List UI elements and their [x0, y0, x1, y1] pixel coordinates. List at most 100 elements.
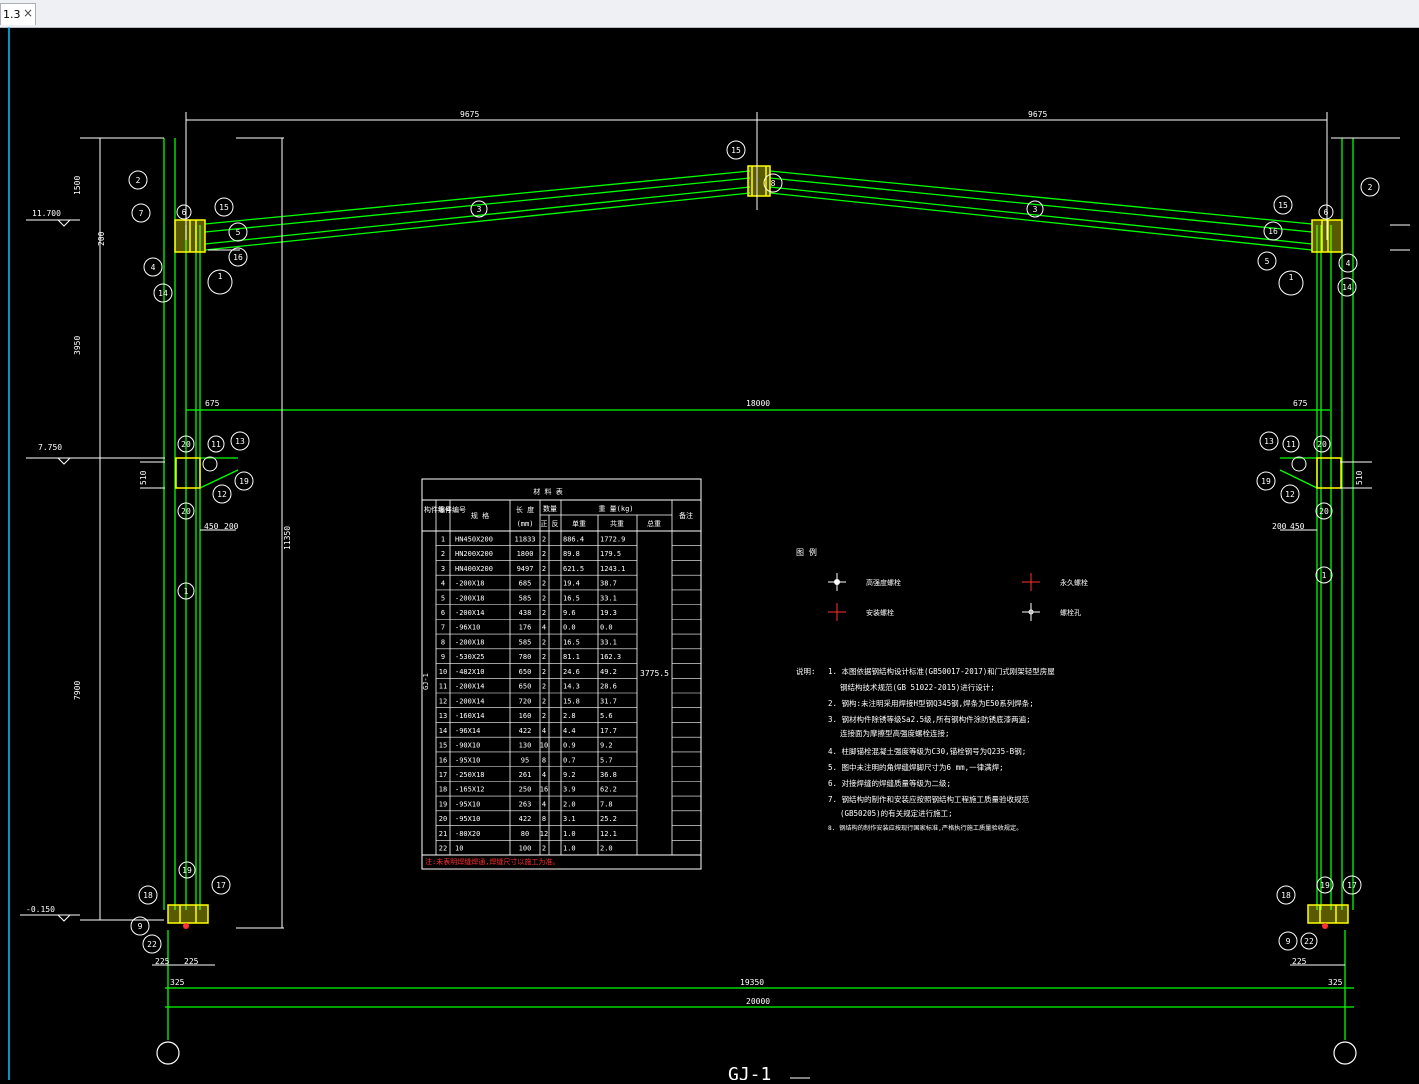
callout-11b: 11 — [1286, 440, 1296, 449]
table-col-spec: 规 格 — [471, 511, 489, 520]
callout-19: 19 — [239, 477, 249, 486]
table-cell: 4 — [542, 727, 546, 735]
table-cell: -200X18 — [455, 638, 485, 646]
callout-numbers: 2 7 4 14 5 16 15 6 1 15 8 3 3 2 15 6 16 … — [136, 146, 1373, 949]
table-cell: 2 — [542, 668, 546, 676]
table-cell: -482X10 — [455, 668, 485, 676]
table-cell: -200X18 — [455, 594, 485, 602]
table-col-no: 零件编号 — [438, 505, 466, 514]
callout-14b: 14 — [1342, 283, 1352, 292]
table-cell: 14.3 — [563, 683, 580, 691]
table-cell: 9497 — [517, 565, 534, 573]
dim-base-r: 225 — [1292, 957, 1307, 966]
table-cell: 1772.9 — [600, 535, 625, 543]
table-cell: 19.3 — [600, 609, 617, 617]
dim-bracket-r450: 450 — [1290, 522, 1305, 531]
connection-plates — [167, 165, 1349, 924]
legend-item2: 永久螺栓 — [1060, 578, 1088, 587]
note-1b: 钢结构技术规范(GB 51022-2015)进行设计; — [840, 682, 995, 692]
callout-17b: 17 — [1347, 881, 1357, 890]
table-cell: 7.8 — [600, 800, 613, 808]
table-cell: -200X14 — [455, 683, 485, 691]
dim-base-b: 225 — [184, 957, 199, 966]
table-cell: 2 — [542, 712, 546, 720]
document-tab[interactable]: 1.3 × — [0, 3, 36, 25]
dim-base-a: 225 — [155, 957, 170, 966]
table-cell: 19.4 — [563, 580, 580, 588]
dim-mid-left: 675 — [205, 399, 220, 408]
note-6: 6. 对接焊缝的焊缝质量等级为二级; — [828, 778, 951, 788]
callout-1b: 1 — [1289, 273, 1294, 282]
table-cell: 438 — [519, 609, 532, 617]
callout-2: 2 — [136, 176, 141, 185]
table-cell: 10 — [540, 742, 548, 750]
table-cell: 0.0 — [600, 624, 613, 632]
legend-item3: 安装螺栓 — [866, 608, 894, 617]
table-cell: 2 — [542, 565, 546, 573]
callout-16b: 16 — [1268, 227, 1278, 236]
table-cell: 9.2 — [600, 742, 613, 750]
table-cell: -95X10 — [455, 756, 480, 764]
table-cell: 2 — [542, 535, 546, 543]
table-cell: 15 — [439, 742, 447, 750]
callout-22: 22 — [147, 940, 157, 949]
table-cell: 4 — [542, 624, 546, 632]
table-col-unitw: 单重 — [572, 519, 586, 528]
callout-20: 20 — [181, 440, 191, 449]
table-cell: 720 — [519, 697, 532, 705]
callout-3b: 3 — [1033, 205, 1038, 214]
portal-frame — [163, 138, 1354, 1040]
table-cell: 8 — [441, 638, 445, 646]
table-cell: 49.2 — [600, 668, 617, 676]
table-cell: 4 — [441, 580, 445, 588]
table-cell: 0.9 — [563, 742, 576, 750]
callout-13b: 13 — [1264, 437, 1274, 446]
table-cell: 2 — [542, 845, 546, 853]
table-col-member: 构件编号 — [424, 505, 452, 514]
design-notes: 说明: 1. 本图依据钢结构设计标准(GB50017-2017)和门式刚架轻型房… — [796, 666, 1055, 832]
dim-top-left: 9675 — [460, 110, 479, 119]
table-cell: 886.4 — [563, 535, 584, 543]
table-cell: 162.3 — [600, 653, 621, 661]
table-cell: 2 — [542, 638, 546, 646]
table-cell: -250X18 — [455, 771, 485, 779]
document-tab-bar: 1.3 × — [0, 0, 1419, 28]
document-tab-label: 1.3 — [3, 8, 21, 21]
table-cell: 20 — [439, 815, 447, 823]
note-7a: 7. 钢结构的制作和安装应按照钢结构工程施工质量验收规范 — [828, 794, 1030, 804]
note-7b: (GB50205)的有关规定进行施工; — [840, 808, 953, 818]
table-cell: 11833 — [514, 535, 535, 543]
table-cell: 0.7 — [563, 756, 576, 764]
table-note: 注:未表明焊缝焊通,焊缝尺寸以施工为准。 — [425, 857, 559, 866]
table-col-qty-b: 反 — [552, 519, 559, 528]
callout-18: 18 — [143, 891, 153, 900]
callout-19c: 19 — [182, 866, 192, 875]
table-cell: 36.8 — [600, 771, 617, 779]
callout-17: 17 — [216, 881, 226, 890]
table-cell: 422 — [519, 815, 532, 823]
table-cell: 9 — [441, 653, 445, 661]
callout-18b: 18 — [1281, 891, 1291, 900]
callout-20b: 20 — [181, 507, 191, 516]
note-3b: 连接面为摩擦型高强度螺栓连接; — [840, 728, 950, 738]
drawing-canvas[interactable]: 9675 9675 18000 675 675 19350 20000 325 … — [0, 27, 1419, 1084]
legend: 图 例 高强度螺栓 永久螺栓 安装螺栓 螺栓孔 — [796, 547, 1088, 621]
table-cell: 621.5 — [563, 565, 584, 573]
cad-drawing: 9675 9675 18000 675 675 19350 20000 325 … — [8, 27, 1410, 1084]
table-cell: 2.0 — [600, 845, 613, 853]
callout-6: 6 — [182, 208, 187, 217]
left-rafter-top — [204, 170, 751, 225]
dim-left-3950: 3950 — [73, 336, 82, 355]
table-cell: 2 — [542, 653, 546, 661]
table-col-weight: 重 量(kg) — [598, 505, 633, 513]
callout-11: 11 — [211, 440, 221, 449]
close-icon[interactable]: × — [22, 6, 34, 20]
note-3a: 3. 钢材构件除锈等级Sa2.5级,所有钢构件涂防锈底漆两遍; — [828, 714, 1031, 724]
callout-4: 4 — [151, 263, 156, 272]
table-cell: -90X10 — [455, 742, 480, 750]
table-col-sumw: 共重 — [610, 519, 624, 528]
table-cell: -200X14 — [455, 697, 485, 705]
legend-item4: 螺栓孔 — [1060, 608, 1081, 617]
table-cell: 3 — [441, 565, 445, 573]
callout-13: 13 — [235, 437, 245, 446]
